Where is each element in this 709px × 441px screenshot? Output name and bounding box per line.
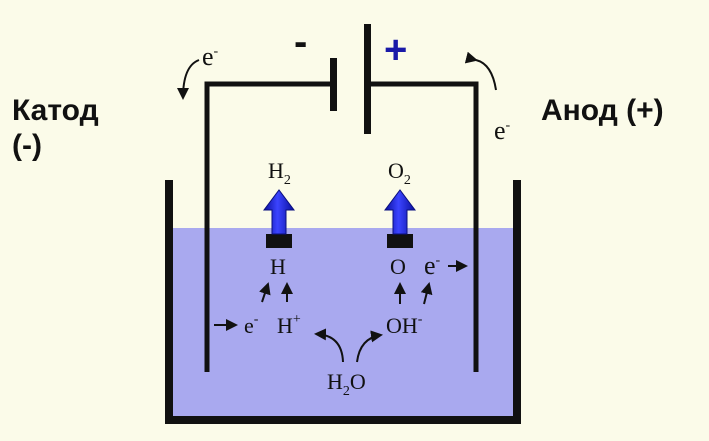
battery-minus-sign: - <box>294 20 308 64</box>
h2-gas-arrow <box>263 189 295 248</box>
water-base: H <box>327 369 343 394</box>
arrow-oh-to-electron <box>420 282 433 305</box>
electron-anode-sup: - <box>435 253 441 268</box>
cathode-label-sign: (-) <box>12 128 42 162</box>
battery-plus-sign: + <box>384 28 408 72</box>
electron-cathode-sup: - <box>253 312 259 327</box>
ion-hplus-sup: + <box>292 312 301 327</box>
o2-gas-arrow <box>384 189 416 248</box>
ion-hplus-label: H+ <box>277 313 301 337</box>
electron-anode-base: e <box>424 251 436 280</box>
electron-cathode-base: e <box>244 313 254 338</box>
electron-left-sup: - <box>213 44 219 59</box>
ion-oh-sup: - <box>417 312 423 327</box>
atom-o-label: O <box>390 254 406 279</box>
o2-sub: 2 <box>403 173 411 188</box>
electron-right-base: e <box>494 116 506 145</box>
h2-sub: 2 <box>283 173 291 188</box>
h2-gas-label: H2 <box>268 160 291 188</box>
anode-label: Анод (+) <box>541 94 664 127</box>
water-tail: O <box>349 369 366 394</box>
cathode-label: Катод (-) <box>12 94 99 163</box>
cathode-wire <box>204 81 334 372</box>
o2-base: O <box>388 158 404 183</box>
electron-right-sup: - <box>505 118 511 133</box>
o2-gas-label: O2 <box>388 160 411 188</box>
battery-negative-plate <box>330 58 337 111</box>
arrow-electron-to-h <box>259 282 271 303</box>
arrow-water-to-oh <box>356 330 383 363</box>
electron-label-left: e- <box>202 44 218 70</box>
electron-flow-arrow-right <box>464 51 497 91</box>
ion-oh-label: OH- <box>386 313 422 337</box>
arrow-water-to-hplus <box>314 328 344 363</box>
water-label: H2O <box>327 371 366 399</box>
ion-oh-base: OH <box>386 313 418 338</box>
electron-flow-arrow-left <box>177 59 200 100</box>
anode-wire <box>367 81 479 372</box>
electron-anode-label: e- <box>424 253 440 279</box>
electron-cathode-label: e- <box>244 313 258 337</box>
water-sub: 2 <box>342 384 350 399</box>
atom-h-label: H <box>270 254 286 279</box>
electron-left-base: e <box>202 42 214 71</box>
battery-positive-plate <box>364 24 371 134</box>
cathode-label-name: Катод <box>12 94 99 127</box>
ion-hplus-base: H <box>277 313 293 338</box>
electron-label-right: e- <box>494 118 510 144</box>
h2-base: H <box>268 158 284 183</box>
vessel <box>165 180 521 424</box>
